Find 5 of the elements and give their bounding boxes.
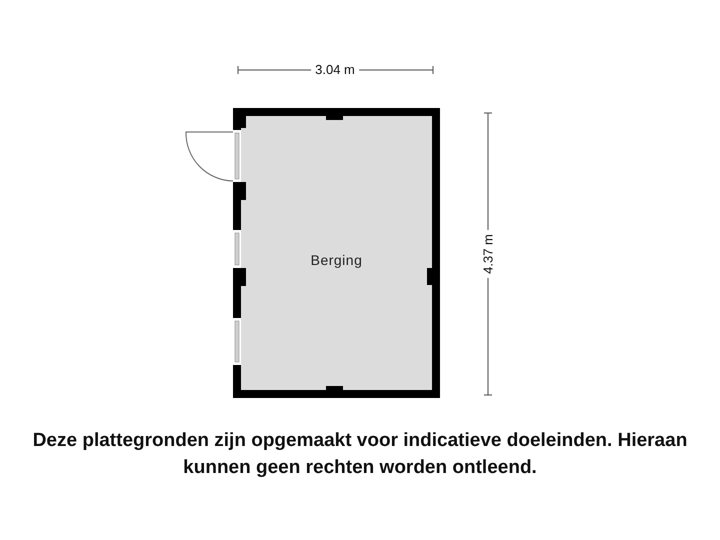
room-label: Berging	[310, 252, 364, 268]
room-floor	[233, 108, 440, 398]
disclaimer-text: Deze plattegronden zijn opgemaakt voor indicatieve doeleinden. Hieraan kunnen geen rechten worden ontleend.	[32, 430, 688, 478]
dimension-label: 4.37 m	[480, 230, 496, 278]
dimension-label: 3.04 m	[311, 62, 359, 77]
